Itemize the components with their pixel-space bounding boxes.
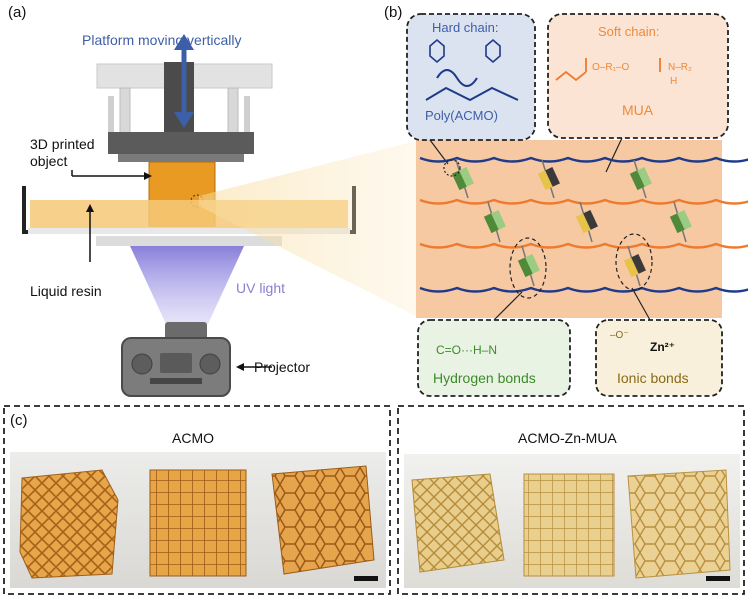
soft-chain-box <box>547 13 729 139</box>
ionic-highlight <box>615 233 653 291</box>
annotation-arrows <box>71 170 272 371</box>
ionic-label: Ionic bonds <box>617 370 689 386</box>
hard-chain-name: Poly(ACMO) <box>425 108 498 123</box>
hard-chain-box <box>406 13 536 141</box>
panel-c-right-frame <box>397 405 745 595</box>
acmo-sample-2 <box>149 469 247 577</box>
crosslinks <box>451 159 692 287</box>
soft-chain-h: H <box>670 76 678 87</box>
ionic-crosslink <box>623 245 646 287</box>
vertical-arrow-icon <box>174 34 194 128</box>
hbond-formula: C=O···H–N <box>436 343 498 357</box>
soft-chain-name: MUA <box>622 102 654 118</box>
platform-arm <box>108 62 254 162</box>
panel-a-label: (a) <box>8 4 27 21</box>
panel-c-left-frame <box>3 405 391 595</box>
hbond-crosslink <box>517 245 540 287</box>
uv-beam <box>130 246 244 324</box>
uv-label: UV light <box>236 280 286 296</box>
object-label-line2: object <box>30 153 68 169</box>
ionic-crosslink <box>575 201 598 243</box>
zoom-circle <box>443 159 461 177</box>
soft-chain-nh: N–R₂ <box>668 62 692 73</box>
hbond-highlight <box>509 237 547 299</box>
acmo-sample-3 <box>271 465 375 575</box>
zn-sample-1 <box>411 473 505 573</box>
acmo-zn-mua-title: ACMO-Zn-MUA <box>518 430 617 446</box>
hard-chain-line <box>419 156 748 163</box>
ionic-zn: Zn²⁺ <box>650 340 675 354</box>
zn-sample-2 <box>523 473 615 577</box>
soft-chain-title: Soft chain: <box>598 24 660 39</box>
panel-b-label: (b) <box>384 4 403 21</box>
resin-label: Liquid resin <box>30 283 102 299</box>
scale-bar-right <box>706 576 730 581</box>
scale-bar-left <box>354 576 378 581</box>
ionic-box <box>595 319 723 397</box>
object-label-line1: 3D printed <box>30 136 95 152</box>
ionic-o: –O⁻ <box>610 330 629 341</box>
projector-label: Projector <box>254 359 311 375</box>
ionic-crosslink <box>537 159 560 199</box>
soft-chain-formula: O–R₁–O <box>592 62 630 73</box>
acmo-sample-1 <box>19 469 119 579</box>
hbond-crosslink <box>629 159 652 199</box>
light-beam <box>199 140 420 318</box>
polymer-chains <box>419 156 748 293</box>
acmo-title: ACMO <box>172 430 214 446</box>
hbond-crosslink <box>669 201 692 243</box>
hard-chain-line <box>419 286 748 293</box>
platform-label: Platform moving vertically <box>82 32 242 48</box>
hard-chain-title: Hard chain: <box>432 20 499 35</box>
panel-c-label: (c) <box>10 412 28 429</box>
soft-chain-line <box>419 242 748 249</box>
zn-sample-3 <box>627 469 731 579</box>
projector <box>121 322 231 397</box>
hbond-label: Hydrogen bonds <box>433 370 536 386</box>
hbond-crosslink <box>483 201 506 243</box>
soft-chain-line <box>419 198 748 205</box>
